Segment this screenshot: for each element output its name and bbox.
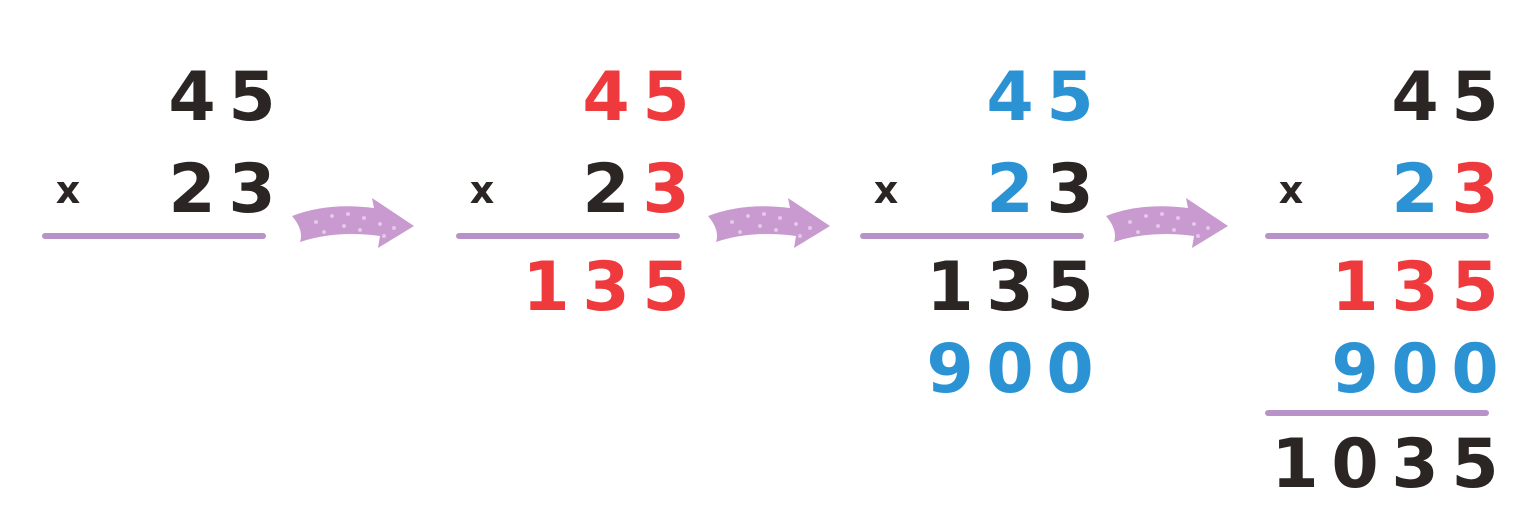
digit: 4: [582, 58, 630, 137]
digit: 5: [1451, 425, 1499, 504]
digit: 5: [642, 58, 690, 137]
digit: 3: [1391, 425, 1439, 504]
digit: 3: [1046, 150, 1094, 229]
digit: 3: [1451, 150, 1499, 229]
product-rule: [456, 233, 680, 239]
multiply-sign: x: [469, 168, 495, 212]
digit: 1: [1271, 425, 1319, 504]
digit: 0: [1391, 330, 1439, 409]
digit: 5: [1451, 248, 1499, 327]
digit: 4: [1391, 58, 1439, 137]
multiply-sign: x: [1278, 168, 1304, 212]
digit: 2: [1391, 150, 1439, 229]
digit: 9: [1331, 330, 1379, 409]
digit: 5: [1451, 58, 1499, 137]
digit: 2: [986, 150, 1034, 229]
digit: 5: [1046, 58, 1094, 137]
right-arrow-icon: [704, 192, 834, 262]
digit: 0: [986, 330, 1034, 409]
digit: 3: [228, 150, 276, 229]
digit: 3: [642, 150, 690, 229]
product-rule: [42, 233, 266, 239]
right-arrow-icon: [1102, 192, 1232, 262]
digit: 5: [642, 248, 690, 327]
digit: 1: [926, 248, 974, 327]
digit: 3: [1391, 248, 1439, 327]
digit: 1: [522, 248, 570, 327]
digit: 3: [582, 248, 630, 327]
digit: 4: [986, 58, 1034, 137]
multiply-sign: x: [55, 168, 81, 212]
multiply-sign: x: [873, 168, 899, 212]
digit: 4: [168, 58, 216, 137]
digit: 9: [926, 330, 974, 409]
digit: 0: [1451, 330, 1499, 409]
digit: 5: [228, 58, 276, 137]
right-arrow-icon: [288, 192, 418, 262]
product-rule: [1265, 233, 1489, 239]
digit: 0: [1046, 330, 1094, 409]
sum-rule: [1265, 410, 1489, 416]
digit: 3: [986, 248, 1034, 327]
digit: 1: [1331, 248, 1379, 327]
digit: 5: [1046, 248, 1094, 327]
digit: 2: [168, 150, 216, 229]
digit: 0: [1331, 425, 1379, 504]
digit: 2: [582, 150, 630, 229]
product-rule: [860, 233, 1084, 239]
